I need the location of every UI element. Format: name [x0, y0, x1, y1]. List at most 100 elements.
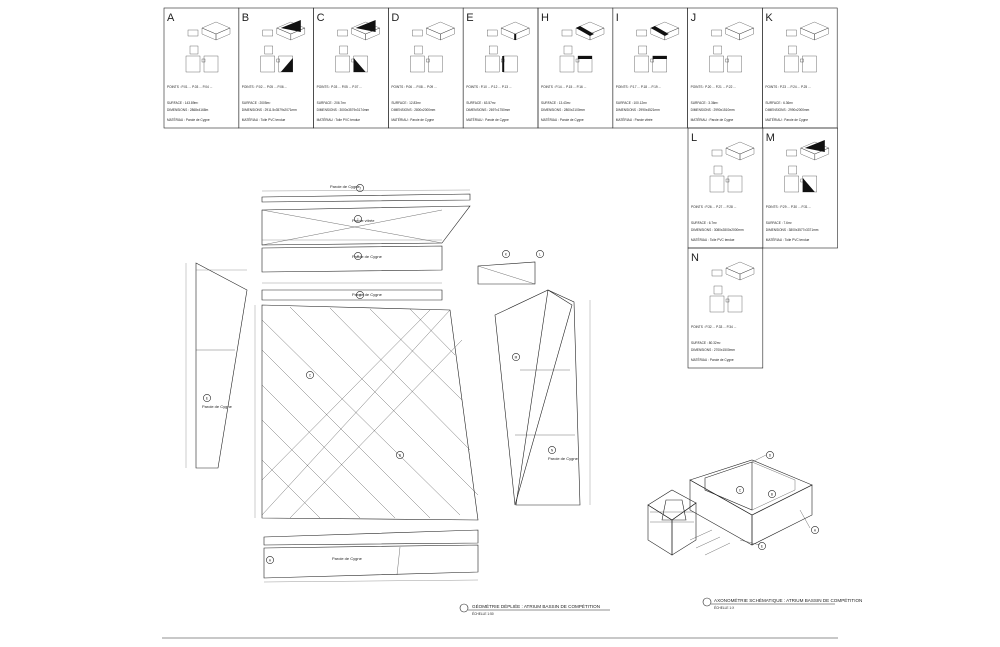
plan-marker-i: I: [354, 215, 362, 223]
legend-dimensions: DIMENSIONS : 2990x4521mm: [616, 108, 660, 112]
svg-text:B: B: [771, 493, 773, 497]
legend-material: MATÉRIAU : Paroie de Cygne: [466, 117, 509, 122]
legend-material: MATÉRIAU : Paroie de Cygne: [691, 357, 734, 362]
axonometric-view: D C B A E: [647, 451, 819, 556]
legend-material: MATÉRIAU : Paroie de Cygne: [541, 117, 584, 122]
legend-points: POINTS : P.26 ... P.27 ... P.28 ...: [691, 205, 736, 209]
legend-dimensions: DIMENSIONS : 3800x3577x3371mm: [766, 228, 819, 232]
legend-points: POINTS : P.14 ... P.15 ... P.16 ...: [541, 85, 586, 89]
legend-points: POINTS : P.20 ... P.21 ... P.22 ...: [691, 85, 736, 89]
legend-cell-l: L POINTS : P.26 ... P.27 ... P.28 ... SURF…: [687, 127, 764, 249]
label-paroie-cygne-j: Paroie de Cygne: [352, 292, 383, 297]
title-unfolded: GÉOMÉTRIE DÉPLIÉE : ATRIUM BASSIN DE COM…: [459, 603, 610, 616]
legend-surface: SURFACE : 12.83m²: [391, 101, 420, 105]
legend-cell-letter: M: [766, 132, 775, 144]
legend-surface: SURFACE : 13.43m²: [541, 101, 570, 105]
plan-marker-b: B: [396, 451, 404, 459]
legend-points: POINTS : P.01 ... P.03 ... P.04 ...: [167, 85, 212, 89]
svg-text:A: A: [269, 559, 272, 563]
legend-points: POINTS : P.23 ... P.24 ... P.25 ...: [765, 85, 810, 89]
legend-material: MATÉRIAU : Toile PVC tendue: [242, 117, 286, 122]
panel-small-L: [477, 261, 536, 285]
axo-marker-e: E: [758, 542, 766, 550]
label-paroie-cygne-h: Paroie de Cygne: [352, 254, 383, 259]
svg-text:M: M: [515, 356, 518, 360]
legend-dimensions: DIMENSIONS : 2868x4168m: [167, 108, 209, 112]
legend-material: MATÉRIAU : Paroie de Cygne: [691, 117, 734, 122]
plan-marker-d: D: [356, 291, 364, 299]
legend-dimensions: DIMENSIONS : 2700x1500mm: [691, 348, 735, 352]
legend-grid: A POINTS : P.01 ... P.03 ... P.04 ... SURF…: [163, 7, 838, 369]
legend-cell-c: C POINTS : P.03 ... P.05 ... P.07 ... SURF…: [313, 7, 389, 129]
legend-surface: SURFACE : 206.7m²: [317, 101, 346, 105]
legend-material: MATÉRIAU : Paroie de Cygne: [765, 117, 808, 122]
legend-surface: SURFACE : 3.36m²: [691, 101, 719, 105]
svg-text:E: E: [206, 397, 208, 401]
panel-right-M-N: [494, 289, 591, 506]
legend-cell-letter: K: [765, 12, 773, 24]
legend-material: MATÉRIAU : Toile PVC tendue: [691, 237, 735, 242]
legend-dimensions: DIMENSIONS : 2697x1750mm: [466, 108, 510, 112]
plan-marker-m: M: [512, 353, 520, 361]
legend-surface: SURFACE : 100.12m²: [616, 101, 647, 105]
legend-dimensions: DIMENSIONS : 2800x2100mm: [541, 108, 585, 112]
title-axo: AXONOMÉTRIE SCHÉMATIQUE : ATRIUM BASSIN …: [702, 597, 862, 610]
legend-cell-i: I POINTS : P.17 ... P.18 ... P.19 ... SURF…: [612, 7, 688, 129]
svg-text:H: H: [357, 255, 360, 259]
svg-text:E: E: [761, 545, 763, 549]
svg-text:K: K: [505, 253, 508, 257]
svg-text:I: I: [358, 218, 359, 222]
plan-marker-j: J: [356, 184, 364, 192]
legend-cell-letter: I: [616, 12, 619, 24]
legend-points: POINTS : P.17 ... P.18 ... P.19 ...: [616, 85, 661, 89]
panel-diagonal-main: [254, 304, 479, 521]
svg-text:D: D: [769, 454, 772, 458]
legend-material: MATÉRIAU : Toile PVC tendue: [766, 237, 810, 242]
legend-dimensions: DIMENSIONS : 2990x2000mm: [765, 108, 809, 112]
label-paroie-vitree: Paroie vitrée: [352, 218, 375, 223]
legend-points: POINTS : P.03 ... P.05 ... P.07 ...: [317, 85, 362, 89]
legend-surface: SURFACE : 2005m²: [242, 101, 271, 105]
plan-marker-a: A: [266, 556, 274, 564]
label-paroie-cygne-n: Paroie de Cygne: [548, 456, 579, 461]
legend-points: POINTS : P.29 ... P.30 ... P.31 ...: [766, 205, 811, 209]
plan-marker-k: K: [502, 250, 510, 258]
legend-dimensions: DIMENSIONS : 2800x2000mm: [391, 108, 435, 112]
legend-surface: SURFACE : 6.7m²: [691, 221, 717, 225]
axo-marker-a: A: [811, 526, 819, 534]
label-paroie-cygne-bottom: Paroie de Cygne: [332, 556, 363, 561]
axo-marker-d: D: [766, 451, 774, 459]
svg-text:J: J: [359, 187, 361, 191]
legend-cell-letter: N: [691, 252, 699, 264]
legend-points: POINTS : P.32 ... P.33 ... P.34 ...: [691, 325, 736, 329]
plan-marker-e: E: [203, 394, 211, 402]
axo-markers: D C B A E: [736, 451, 819, 550]
svg-text:D: D: [359, 294, 362, 298]
panel-strip-top: [261, 189, 471, 301]
plan-marker-h: H: [354, 252, 362, 260]
legend-cell-letter: C: [317, 12, 325, 24]
plan-marker-l: L: [536, 250, 544, 258]
legend-surface: SURFACE : 7.6m²: [766, 221, 792, 225]
legend-cell-letter: L: [691, 132, 697, 144]
svg-text:L: L: [539, 253, 541, 257]
axo-marker-b: B: [768, 490, 776, 498]
legend-cell-n: N POINTS : P.32 ... P.33 ... P.34 ... SURF…: [687, 247, 764, 369]
legend-dimensions: DIMENSIONS : 3080x2800x2000mm: [691, 228, 744, 232]
legend-material: MATÉRIAU : Paroie de Cygne: [391, 117, 434, 122]
legend-surface: SURFACE : 63.57m²: [466, 101, 495, 105]
legend-material: MATÉRIAU : Toile PVC tendue: [317, 117, 361, 122]
svg-text:B: B: [399, 454, 401, 458]
plan-marker-c: C: [306, 371, 314, 379]
legend-surface: SURFACE : 80.32m²: [691, 341, 720, 345]
svg-text:C: C: [739, 489, 742, 493]
legend-cell-letter: A: [167, 12, 175, 24]
legend-material: MATÉRIAU : Paroie de Cygne: [167, 117, 210, 122]
